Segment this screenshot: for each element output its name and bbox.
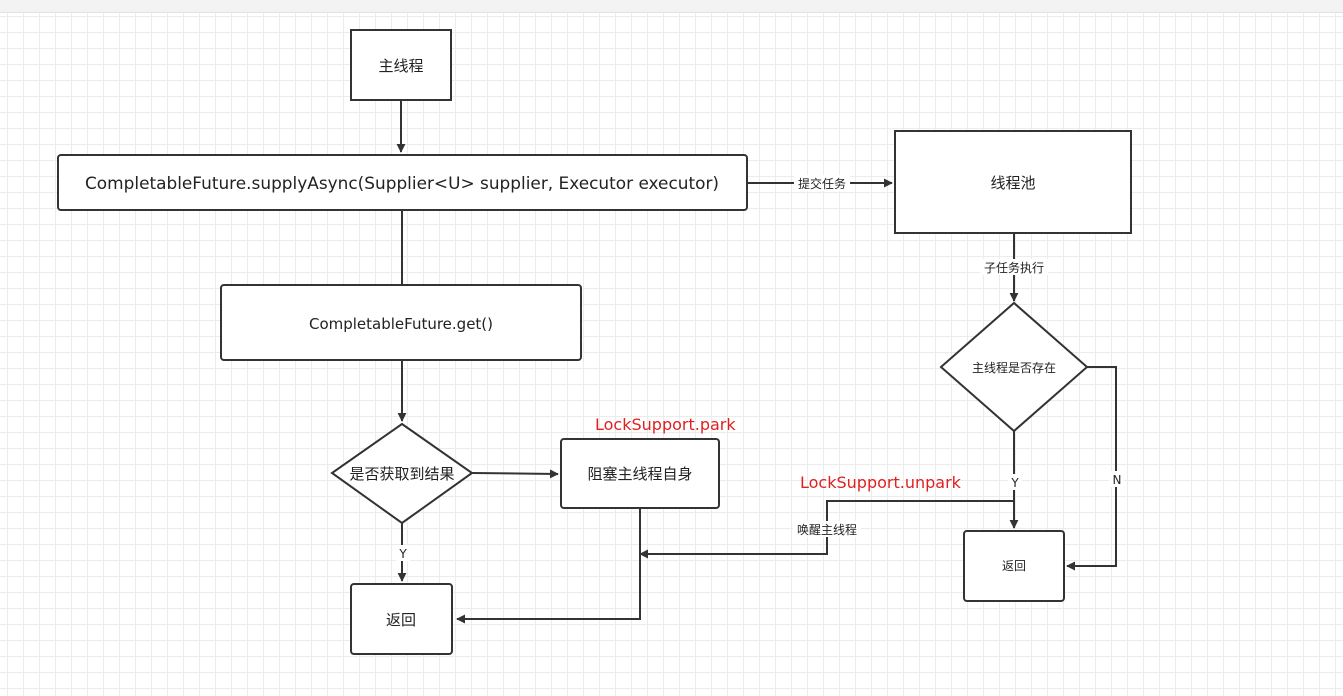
- label-yes-left: Y: [398, 547, 407, 561]
- node-block-self[interactable]: 阻塞主线程自身: [560, 438, 720, 509]
- label-yes-right: Y: [1010, 476, 1019, 490]
- edge-labels: 提交任务 子任务执行 Y Y N 唤醒主线程: [396, 175, 1124, 561]
- node-main-alive-label: 主线程是否存在: [972, 360, 1056, 375]
- node-got-result-decision[interactable]: 是否获取到结果: [330, 422, 474, 525]
- toolbar-strip: [0, 0, 1343, 13]
- label-wake-main: 唤醒主线程: [797, 522, 857, 537]
- node-supply-async[interactable]: CompletableFuture.supplyAsync(Supplier<U…: [57, 154, 748, 211]
- node-future-get[interactable]: CompletableFuture.get(): [220, 284, 582, 361]
- node-thread-pool-label: 线程池: [990, 174, 1035, 192]
- node-got-result-label: 是否获取到结果: [349, 465, 454, 483]
- node-future-get-label: CompletableFuture.get(): [309, 315, 493, 333]
- node-return-left[interactable]: 返回: [350, 583, 453, 655]
- edge-alive-no-to-return: [1066, 366, 1117, 571]
- node-return-right[interactable]: 返回: [963, 530, 1065, 602]
- node-main-thread[interactable]: 主线程: [350, 29, 452, 101]
- node-main-alive-decision[interactable]: 主线程是否存在: [939, 301, 1089, 433]
- node-return-right-label: 返回: [1002, 559, 1026, 573]
- label-no-right: N: [1113, 473, 1122, 487]
- label-subtask-exec: 子任务执行: [984, 260, 1044, 275]
- node-supply-async-label: CompletableFuture.supplyAsync(Supplier<U…: [85, 174, 719, 194]
- node-return-left-label: 返回: [386, 611, 416, 629]
- node-block-self-label: 阻塞主线程自身: [587, 465, 692, 483]
- edge-decision-to-block: [471, 469, 559, 479]
- node-main-thread-label: 主线程: [378, 57, 423, 75]
- label-submit-task: 提交任务: [798, 176, 846, 191]
- annotation-park: LockSupport.park: [595, 415, 736, 434]
- node-thread-pool[interactable]: 线程池: [894, 130, 1132, 234]
- edge-block-to-return: [456, 508, 641, 624]
- annotation-unpark: LockSupport.unpark: [800, 473, 962, 492]
